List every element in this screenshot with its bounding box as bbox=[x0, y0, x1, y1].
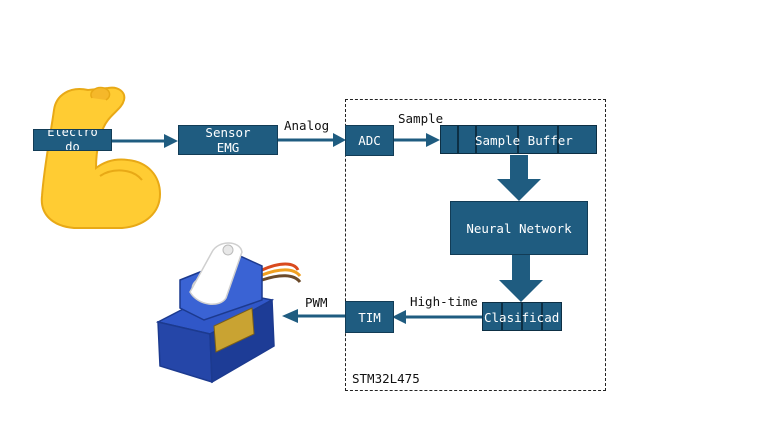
arrow-tim-servo bbox=[282, 309, 345, 323]
arrow-nn-classifier bbox=[499, 255, 543, 302]
flexed-arm-icon bbox=[40, 86, 162, 229]
tim-node: TIM bbox=[345, 301, 394, 333]
edge-label-analog: Analog bbox=[284, 118, 330, 133]
neural-network-node: Neural Network bbox=[450, 201, 588, 255]
buffer-cell bbox=[458, 125, 476, 154]
classifier-cell bbox=[542, 302, 562, 331]
buffer-cell bbox=[440, 125, 458, 154]
classifier-cell bbox=[502, 302, 522, 331]
sample-buffer-node bbox=[440, 125, 597, 154]
arrow-buffer-nn bbox=[497, 155, 541, 201]
classifier-cell bbox=[522, 302, 542, 331]
classifier-cell bbox=[482, 302, 502, 331]
mcu-label: STM32L475 bbox=[352, 371, 420, 386]
arrow-electrodo-sensor bbox=[112, 134, 178, 148]
edge-label-sample: Sample bbox=[398, 111, 444, 126]
sample-buffer-label: Sample Buffer bbox=[475, 133, 573, 148]
buffer-cell bbox=[476, 125, 518, 154]
arrow-classifier-tim bbox=[392, 310, 482, 324]
edge-label-pwm: PWM bbox=[305, 295, 328, 310]
electrodo-node: Electro do bbox=[33, 129, 112, 151]
adc-node: ADC bbox=[345, 125, 394, 156]
classifier-node bbox=[482, 302, 562, 331]
sensor-emg-node: Sensor EMG bbox=[178, 125, 278, 155]
arrow-adc-buffer bbox=[394, 133, 440, 147]
buffer-cell bbox=[558, 125, 597, 154]
mcu-container bbox=[345, 99, 606, 391]
arrow-sensor-adc bbox=[278, 133, 346, 147]
diagram-arrows bbox=[112, 133, 543, 324]
servo-motor-icon bbox=[155, 242, 302, 384]
buffer-cell bbox=[518, 125, 558, 154]
edge-label-high-time: High-time bbox=[410, 294, 478, 309]
classifier-label: Clasificad bbox=[484, 310, 560, 325]
